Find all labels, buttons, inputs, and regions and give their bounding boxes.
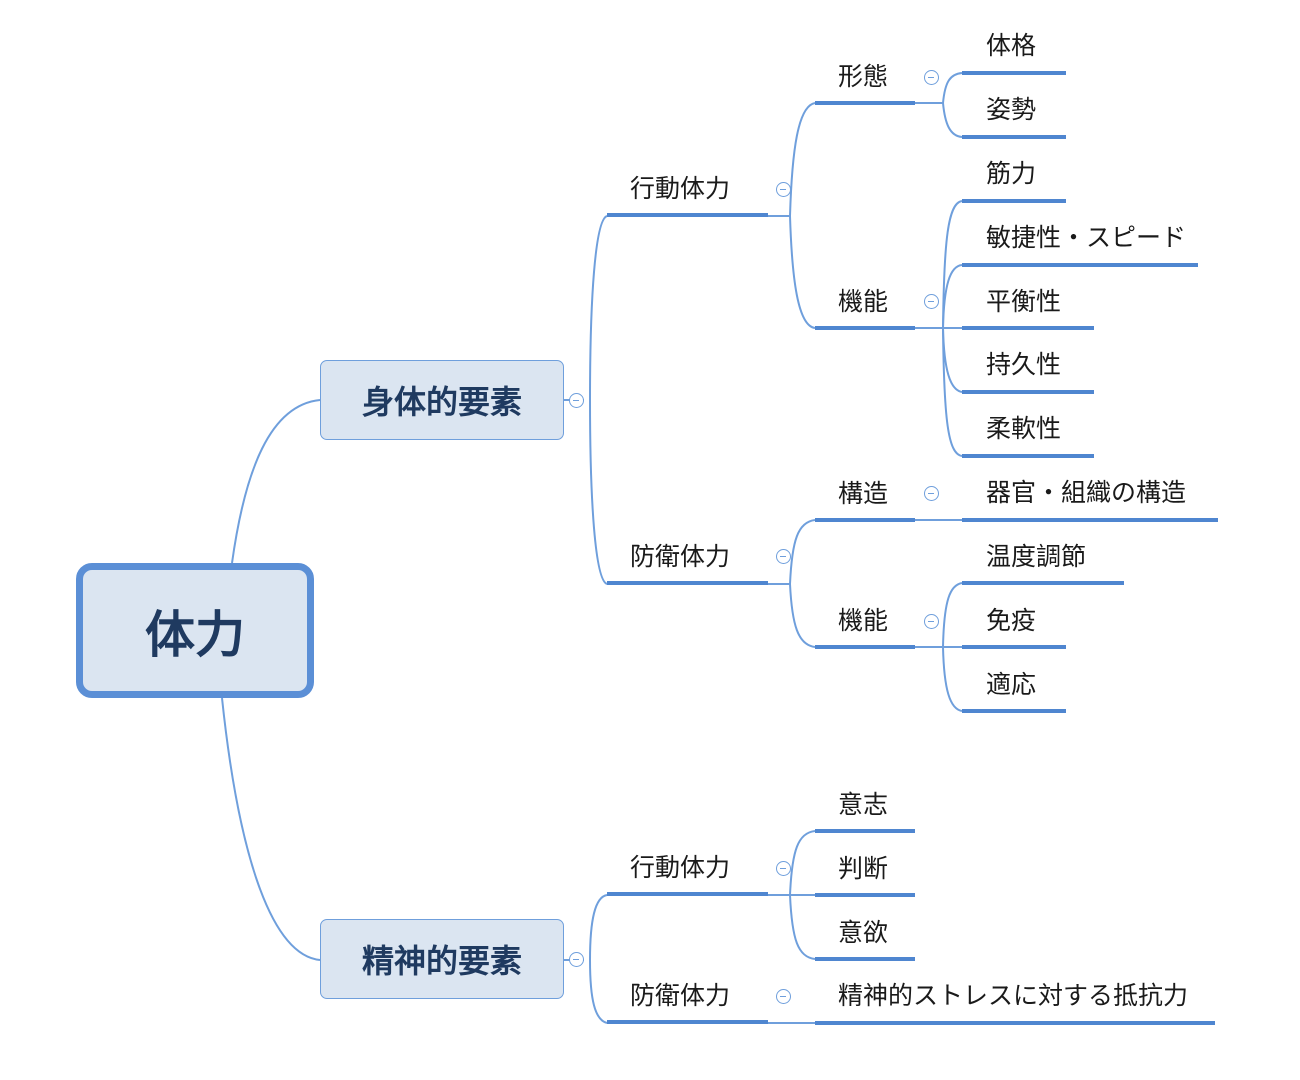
will-node[interactable]: 意志 [838,790,889,819]
node-underline [962,518,1218,522]
node-underline [607,581,768,585]
physical-function-node[interactable]: 機能 [838,287,889,316]
stress-resistance-node[interactable]: 精神的ストレスに対する抵抗力 [838,981,1189,1010]
collapse-toggle-icon[interactable] [924,294,939,309]
node-underline [962,390,1094,394]
node-underline [607,1020,768,1024]
node-underline [815,1021,1215,1025]
node-underline [607,213,768,217]
collapse-toggle-icon[interactable] [776,861,791,876]
node-underline [815,326,915,330]
collapse-toggle-icon[interactable] [776,549,791,564]
mental-node[interactable]: 精神的要素 [320,919,564,999]
strength-node[interactable]: 筋力 [986,159,1037,188]
physical-node[interactable]: 身体的要素 [320,360,564,440]
organ-tissue-structure-node[interactable]: 器官・組織の構造 [986,478,1187,507]
node-underline [815,518,915,522]
node-underline [962,263,1198,267]
balance-node[interactable]: 平衡性 [986,287,1062,316]
mental-defense-node[interactable]: 防衛体力 [630,981,731,1010]
node-underline [815,957,915,961]
motivation-node[interactable]: 意欲 [838,918,889,947]
immunity-node[interactable]: 免疫 [986,606,1037,635]
node-underline [962,709,1066,713]
collapse-toggle-icon[interactable] [924,614,939,629]
collapse-toggle-icon[interactable] [776,989,791,1004]
node-underline [962,135,1066,139]
thermoregulation-node[interactable]: 温度調節 [986,542,1087,571]
collapse-toggle-icon[interactable] [569,952,584,967]
node-underline [815,893,915,897]
collapse-toggle-icon[interactable] [924,70,939,85]
node-underline [962,581,1124,585]
judgment-node[interactable]: 判断 [838,854,889,883]
node-underline [962,645,1066,649]
defense-function-node[interactable]: 機能 [838,606,889,635]
form-node[interactable]: 形態 [838,62,889,91]
root-node[interactable]: 体力 [76,563,314,698]
collapse-toggle-icon[interactable] [569,393,584,408]
endurance-node[interactable]: 持久性 [986,350,1062,379]
node-underline [962,199,1066,203]
collapse-toggle-icon[interactable] [776,182,791,197]
node-underline [962,326,1094,330]
collapse-toggle-icon[interactable] [924,486,939,501]
structure-node[interactable]: 構造 [838,479,889,508]
node-underline [815,101,915,105]
agility-speed-node[interactable]: 敏捷性・スピード [986,223,1187,252]
node-underline [962,71,1066,75]
physique-node[interactable]: 体格 [986,31,1037,60]
adaptation-node[interactable]: 適応 [986,670,1037,699]
physical-action-node[interactable]: 行動体力 [630,174,731,203]
node-underline [815,829,915,833]
flexibility-node[interactable]: 柔軟性 [986,414,1062,443]
posture-node[interactable]: 姿勢 [986,95,1037,124]
node-underline [815,645,915,649]
physical-defense-node[interactable]: 防衛体力 [630,542,731,571]
node-underline [962,454,1094,458]
mental-action-node[interactable]: 行動体力 [630,853,731,882]
node-underline [607,892,768,896]
